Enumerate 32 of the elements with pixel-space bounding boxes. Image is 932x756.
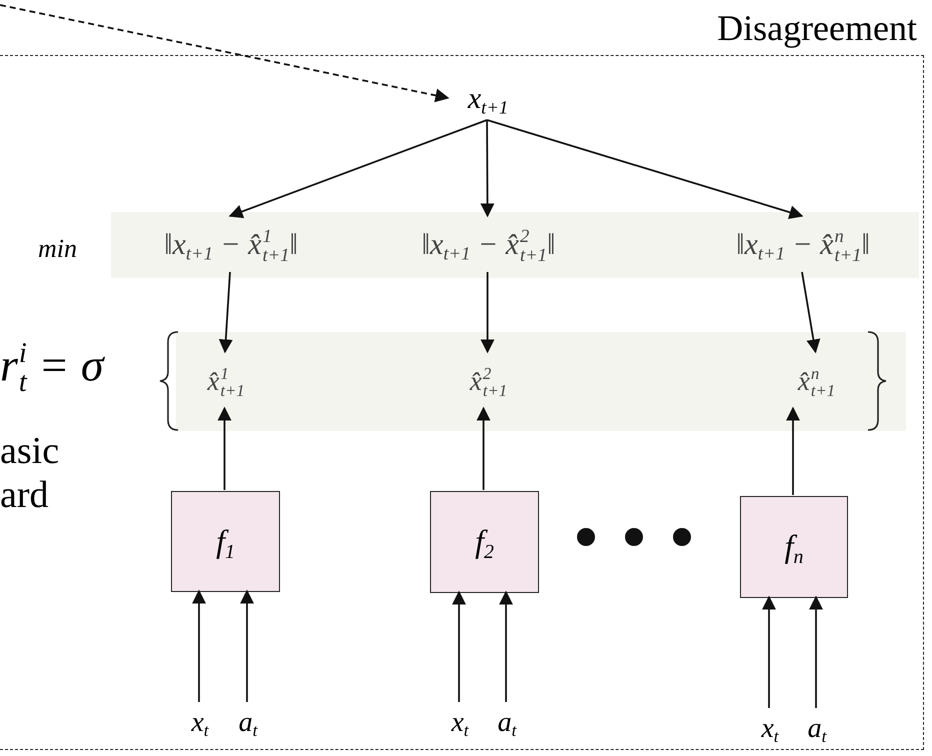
arrow <box>476 406 490 490</box>
math-expression: a$_{t}$ <box>229 703 267 743</box>
arrow <box>452 590 466 702</box>
arrow <box>228 119 488 218</box>
arrow <box>192 590 206 702</box>
partial-text: asic <box>0 432 60 470</box>
arrow <box>480 120 494 218</box>
highlight-band <box>111 212 919 278</box>
arrow <box>240 590 254 702</box>
math-expression: x$_{t}$ <box>441 703 479 743</box>
arrow <box>0 4 450 102</box>
arrow <box>480 272 494 354</box>
math-expression: a$_{t}$ <box>798 709 836 749</box>
partial-text: ard <box>0 476 49 514</box>
arrow <box>809 596 823 708</box>
arrow <box>486 119 804 220</box>
arrow <box>499 590 513 702</box>
highlight-band <box>176 332 906 431</box>
arrow <box>218 406 232 490</box>
arrow <box>786 406 800 495</box>
arrow <box>801 272 820 354</box>
model-box: f$_{1}$ <box>171 491 280 592</box>
math-expression: x$_{t+1}$ <box>449 77 527 121</box>
math-expression: x$_{t}$ <box>181 703 219 743</box>
group-title: Disagreement <box>717 10 917 46</box>
math-expression: x$_{t}$ <box>751 709 789 749</box>
model-box: f$_{n}$ <box>740 496 848 598</box>
arrow <box>218 272 233 354</box>
model-box: f$_{2}$ <box>430 491 539 593</box>
math-expression: a$_{t}$ <box>488 703 526 743</box>
min-operator: min <box>38 236 77 262</box>
arrow <box>762 596 776 708</box>
